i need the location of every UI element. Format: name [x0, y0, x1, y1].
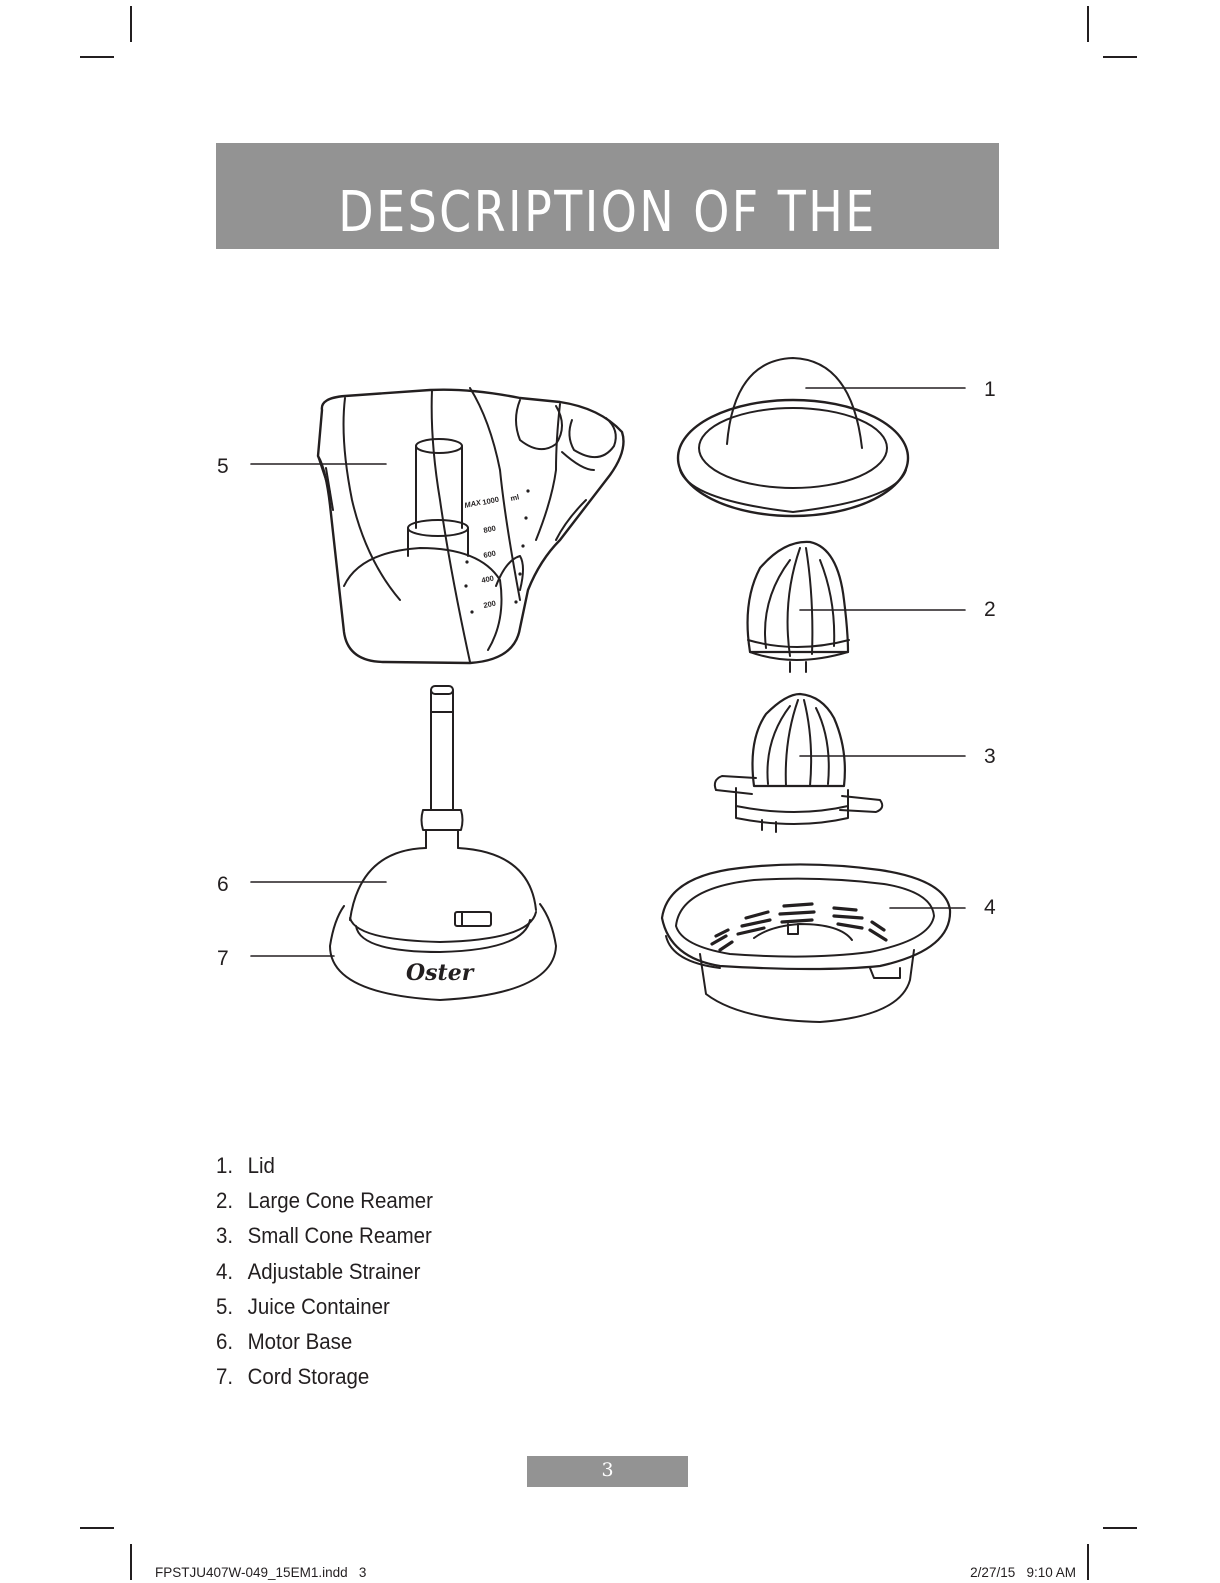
jug-level-label: 1000	[482, 495, 500, 507]
appliance-diagram: MAX 1000 ml 800 600 400 200 Oster	[0, 0, 1220, 1100]
part-name: Large Cone Reamer	[248, 1188, 433, 1213]
callout-2: 2	[984, 598, 996, 622]
part-name: Cord Storage	[248, 1364, 370, 1389]
adjustable-strainer-drawing	[662, 864, 950, 1022]
part-number: 5.	[216, 1293, 248, 1321]
jug-max-label: MAX	[464, 497, 483, 509]
list-item: 4.Adjustable Strainer	[216, 1258, 433, 1293]
part-name: Lid	[248, 1153, 275, 1178]
callout-5: 5	[217, 455, 229, 479]
part-name: Small Cone Reamer	[248, 1223, 432, 1248]
motor-base-drawing: Oster	[330, 686, 556, 1000]
part-number: 6.	[216, 1328, 248, 1356]
list-item: 1.Lid	[216, 1152, 433, 1187]
callout-4: 4	[984, 896, 996, 920]
jug-level-label: 400	[481, 574, 495, 585]
part-name: Juice Container	[248, 1294, 390, 1319]
part-number: 7.	[216, 1363, 248, 1391]
crop-mark	[80, 1527, 114, 1529]
oster-logo: Oster	[406, 960, 475, 986]
list-item: 6.Motor Base	[216, 1328, 433, 1363]
large-cone-reamer-drawing	[748, 542, 849, 672]
leader-lines	[251, 388, 965, 956]
list-item: 5.Juice Container	[216, 1293, 433, 1328]
file-slug: FPSTJU407W-049_15EM1.indd 3	[155, 1565, 366, 1580]
crop-mark	[130, 1544, 132, 1580]
part-name: Adjustable Strainer	[248, 1259, 421, 1284]
juice-container-drawing: MAX 1000 ml 800 600 400 200	[318, 388, 624, 663]
page-number: 3	[527, 1456, 688, 1485]
callout-7: 7	[217, 947, 229, 971]
lid-drawing	[678, 358, 908, 516]
page-number-box: 3	[527, 1456, 688, 1487]
parts-list: 1.Lid 2.Large Cone Reamer 3.Small Cone R…	[216, 1152, 449, 1398]
list-item: 3.Small Cone Reamer	[216, 1222, 433, 1257]
part-number: 1.	[216, 1152, 248, 1180]
callout-1: 1	[984, 378, 996, 402]
part-number: 2.	[216, 1187, 248, 1215]
part-number: 3.	[216, 1222, 248, 1250]
date-slug: 2/27/15 9:10 AM	[970, 1565, 1076, 1580]
callout-3: 3	[984, 745, 996, 769]
crop-mark	[1103, 1527, 1137, 1529]
small-cone-reamer-drawing	[715, 694, 882, 832]
jug-level-label: 800	[483, 524, 497, 535]
part-name: Motor Base	[248, 1329, 353, 1354]
jug-level-label: 600	[483, 549, 497, 560]
jug-unit-label: ml	[510, 492, 520, 503]
part-number: 4.	[216, 1258, 248, 1286]
callout-6: 6	[217, 873, 229, 897]
list-item: 2.Large Cone Reamer	[216, 1187, 433, 1222]
crop-mark	[1087, 1544, 1089, 1580]
jug-level-label: 200	[483, 599, 497, 610]
list-item: 7.Cord Storage	[216, 1363, 433, 1398]
